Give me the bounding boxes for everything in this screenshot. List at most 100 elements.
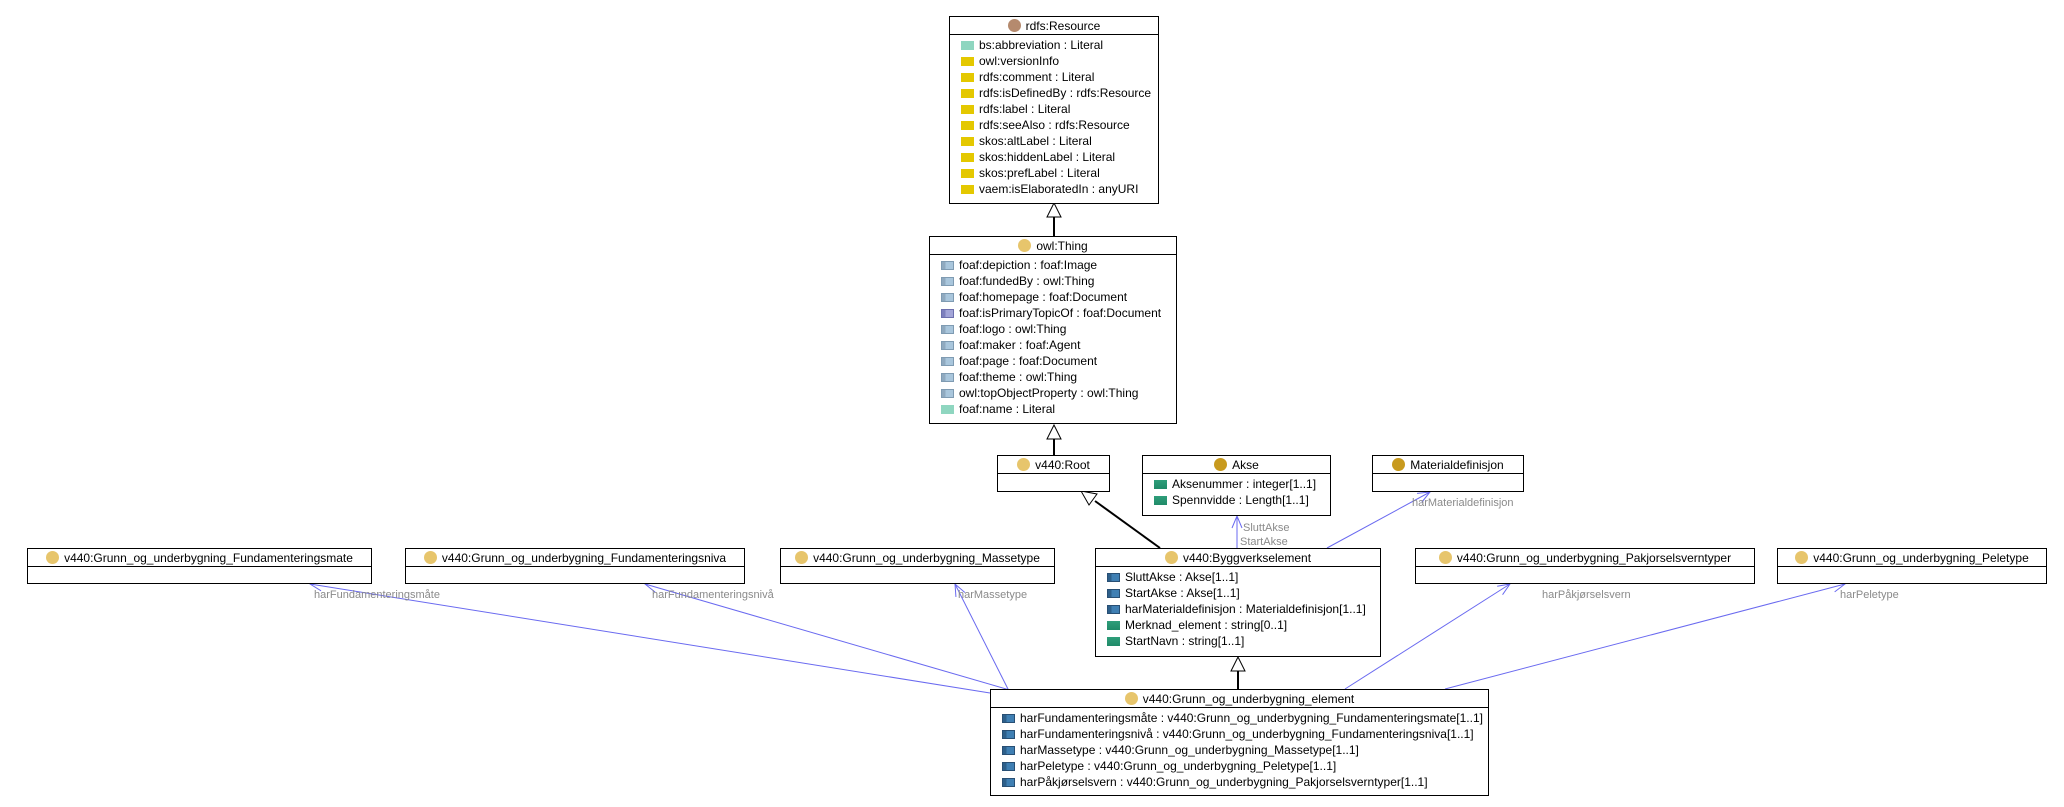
datatype-property-icon bbox=[1154, 479, 1167, 489]
attribute-row[interactable]: owl:topObjectProperty : owl:Thing bbox=[941, 385, 1176, 401]
attribute-row[interactable]: harPåkjørselsvern : v440:Grunn_og_underb… bbox=[1002, 774, 1488, 790]
attribute-label: owl:topObjectProperty : owl:Thing bbox=[959, 386, 1139, 400]
class-title: v440:Grunn_og_underbygning_Massetype bbox=[813, 550, 1040, 565]
attribute-row[interactable]: foaf:page : foaf:Document bbox=[941, 353, 1176, 369]
class-circle-icon bbox=[1214, 458, 1228, 471]
class-materialdefinisjon[interactable]: Materialdefinisjon bbox=[1372, 455, 1524, 492]
attribute-row[interactable]: harFundamenteringsnivå : v440:Grunn_og_u… bbox=[1002, 726, 1488, 742]
attribute-row[interactable]: StartAkse : Akse[1..1] bbox=[1107, 585, 1380, 601]
attribute-row[interactable]: StartNavn : string[1..1] bbox=[1107, 633, 1380, 649]
attribute-row[interactable]: skos:prefLabel : Literal bbox=[961, 165, 1158, 181]
attribute-label: Spennvidde : Length[1..1] bbox=[1172, 493, 1309, 507]
class-title: v440:Grunn_og_underbygning_Fundamenterin… bbox=[64, 550, 353, 565]
attribute-row[interactable]: bs:abbreviation : Literal bbox=[961, 37, 1158, 53]
attribute-label: harPåkjørselsvern : v440:Grunn_og_underb… bbox=[1020, 775, 1428, 789]
annotation-property-icon bbox=[961, 56, 974, 66]
class-grunn-og-underbygning-element[interactable]: v440:Grunn_og_underbygning_element harFu… bbox=[990, 689, 1489, 796]
class-title: v440:Grunn_og_underbygning_Fundamenterin… bbox=[441, 550, 727, 565]
attribute-row[interactable]: Spennvidde : Length[1..1] bbox=[1154, 492, 1330, 508]
annotation-property-icon bbox=[961, 72, 974, 82]
attribute-row[interactable]: foaf:logo : owl:Thing bbox=[941, 321, 1176, 337]
attribute-label: vaem:isElaboratedIn : anyURI bbox=[979, 182, 1139, 196]
edge-label-harfundamenteringsmate: harFundamenteringsmåte bbox=[314, 589, 440, 601]
class-title: v440:Grunn_og_underbygning_Peletype bbox=[1813, 550, 2029, 565]
object-property-icon bbox=[1107, 572, 1120, 582]
attribute-row[interactable]: skos:hiddenLabel : Literal bbox=[961, 149, 1158, 165]
attribute-label: Merknad_element : string[0..1] bbox=[1125, 618, 1288, 632]
annotation-property-icon bbox=[961, 168, 974, 178]
class-fundamenteringsniva[interactable]: v440:Grunn_og_underbygning_Fundamenterin… bbox=[405, 548, 745, 584]
attribute-label: owl:versionInfo bbox=[979, 54, 1060, 68]
attribute-row[interactable]: foaf:name : Literal bbox=[941, 401, 1176, 417]
class-akse[interactable]: Akse Aksenummer : integer[1..1]Spennvidd… bbox=[1142, 455, 1331, 516]
class-title: Akse bbox=[1232, 457, 1259, 472]
attribute-label: foaf:theme : owl:Thing bbox=[959, 370, 1078, 384]
attribute-row[interactable]: rdfs:seeAlso : rdfs:Resource bbox=[961, 117, 1158, 133]
attribute-row[interactable]: skos:altLabel : Literal bbox=[961, 133, 1158, 149]
class-title: owl:Thing bbox=[1036, 238, 1088, 253]
class-title: v440:Grunn_og_underbygning_Pakjorselsver… bbox=[1456, 550, 1732, 565]
object-property-icon bbox=[941, 372, 954, 382]
attribute-row[interactable]: rdfs:label : Literal bbox=[961, 101, 1158, 117]
attribute-row[interactable]: Aksenummer : integer[1..1] bbox=[1154, 476, 1330, 492]
inheritance-arrowhead bbox=[1080, 490, 1098, 506]
attribute-row[interactable]: SluttAkse : Akse[1..1] bbox=[1107, 569, 1380, 585]
attribute-row[interactable]: foaf:maker : foaf:Agent bbox=[941, 337, 1176, 353]
class-circle-icon bbox=[46, 551, 60, 564]
class-circle-icon bbox=[1018, 239, 1032, 252]
class-circle-icon bbox=[1795, 551, 1809, 564]
edge-label-sluttakse: SluttAkse bbox=[1243, 522, 1290, 534]
object-property-icon bbox=[941, 260, 954, 270]
class-title: v440:Grunn_og_underbygning_element bbox=[1142, 691, 1355, 706]
annotation-property-icon bbox=[961, 184, 974, 194]
attribute-row[interactable]: foaf:theme : owl:Thing bbox=[941, 369, 1176, 385]
attribute-row[interactable]: harFundamenteringsmåte : v440:Grunn_og_u… bbox=[1002, 710, 1488, 726]
object-property-icon bbox=[1002, 713, 1015, 723]
attribute-row[interactable]: harMassetype : v440:Grunn_og_underbygnin… bbox=[1002, 742, 1488, 758]
attribute-row[interactable]: foaf:homepage : foaf:Document bbox=[941, 289, 1176, 305]
object-property-icon bbox=[941, 388, 954, 398]
inheritance-line bbox=[1094, 500, 1161, 549]
class-v440-root[interactable]: v440:Root bbox=[997, 455, 1110, 492]
attribute-row[interactable]: vaem:isElaboratedIn : anyURI bbox=[961, 181, 1158, 197]
edge-label-harmassetype: harMassetype bbox=[958, 589, 1028, 601]
inheritance-arrowhead bbox=[1046, 423, 1062, 440]
class-circle-icon bbox=[423, 551, 437, 564]
association-line bbox=[955, 584, 1011, 694]
attribute-label: rdfs:comment : Literal bbox=[979, 70, 1095, 84]
association-line bbox=[645, 584, 1021, 694]
class-pakjorselsverntyper[interactable]: v440:Grunn_og_underbygning_Pakjorselsver… bbox=[1415, 548, 1755, 584]
class-title: rdfs:Resource bbox=[1025, 18, 1101, 33]
attribute-row[interactable]: rdfs:isDefinedBy : rdfs:Resource bbox=[961, 85, 1158, 101]
class-peletype[interactable]: v440:Grunn_og_underbygning_Peletype bbox=[1777, 548, 2047, 584]
literal-property-icon bbox=[961, 40, 974, 50]
attribute-label: SluttAkse : Akse[1..1] bbox=[1125, 570, 1239, 584]
attribute-row[interactable]: rdfs:comment : Literal bbox=[961, 69, 1158, 85]
class-circle-icon bbox=[1017, 458, 1031, 471]
attribute-label: skos:hiddenLabel : Literal bbox=[979, 150, 1116, 164]
class-fundamenteringsmate[interactable]: v440:Grunn_og_underbygning_Fundamenterin… bbox=[27, 548, 372, 584]
attribute-row[interactable]: foaf:depiction : foaf:Image bbox=[941, 257, 1176, 273]
class-title: Materialdefinisjon bbox=[1410, 457, 1504, 472]
attribute-row[interactable]: harMaterialdefinisjon : Materialdefinisj… bbox=[1107, 601, 1380, 617]
attribute-row[interactable]: owl:versionInfo bbox=[961, 53, 1158, 69]
attribute-row[interactable]: foaf:isPrimaryTopicOf : foaf:Document bbox=[941, 305, 1176, 321]
attribute-row[interactable]: harPeletype : v440:Grunn_og_underbygning… bbox=[1002, 758, 1488, 774]
attribute-label: StartAkse : Akse[1..1] bbox=[1125, 586, 1240, 600]
class-circle-icon bbox=[1007, 19, 1021, 32]
attribute-label: rdfs:isDefinedBy : rdfs:Resource bbox=[979, 86, 1152, 100]
object-property-icon bbox=[1002, 729, 1015, 739]
class-byggverkselement[interactable]: v440:Byggverkselement SluttAkse : Akse[1… bbox=[1095, 548, 1381, 657]
attribute-label: harMaterialdefinisjon : Materialdefinisj… bbox=[1125, 602, 1366, 616]
attribute-label: StartNavn : string[1..1] bbox=[1125, 634, 1245, 648]
object-property-icon bbox=[941, 356, 954, 366]
attribute-row[interactable]: Merknad_element : string[0..1] bbox=[1107, 617, 1380, 633]
attribute-label: rdfs:seeAlso : rdfs:Resource bbox=[979, 118, 1130, 132]
class-massetype[interactable]: v440:Grunn_og_underbygning_Massetype bbox=[780, 548, 1055, 584]
attribute-row[interactable]: foaf:fundedBy : owl:Thing bbox=[941, 273, 1176, 289]
attribute-label: skos:prefLabel : Literal bbox=[979, 166, 1100, 180]
attribute-label: foaf:page : foaf:Document bbox=[959, 354, 1098, 368]
